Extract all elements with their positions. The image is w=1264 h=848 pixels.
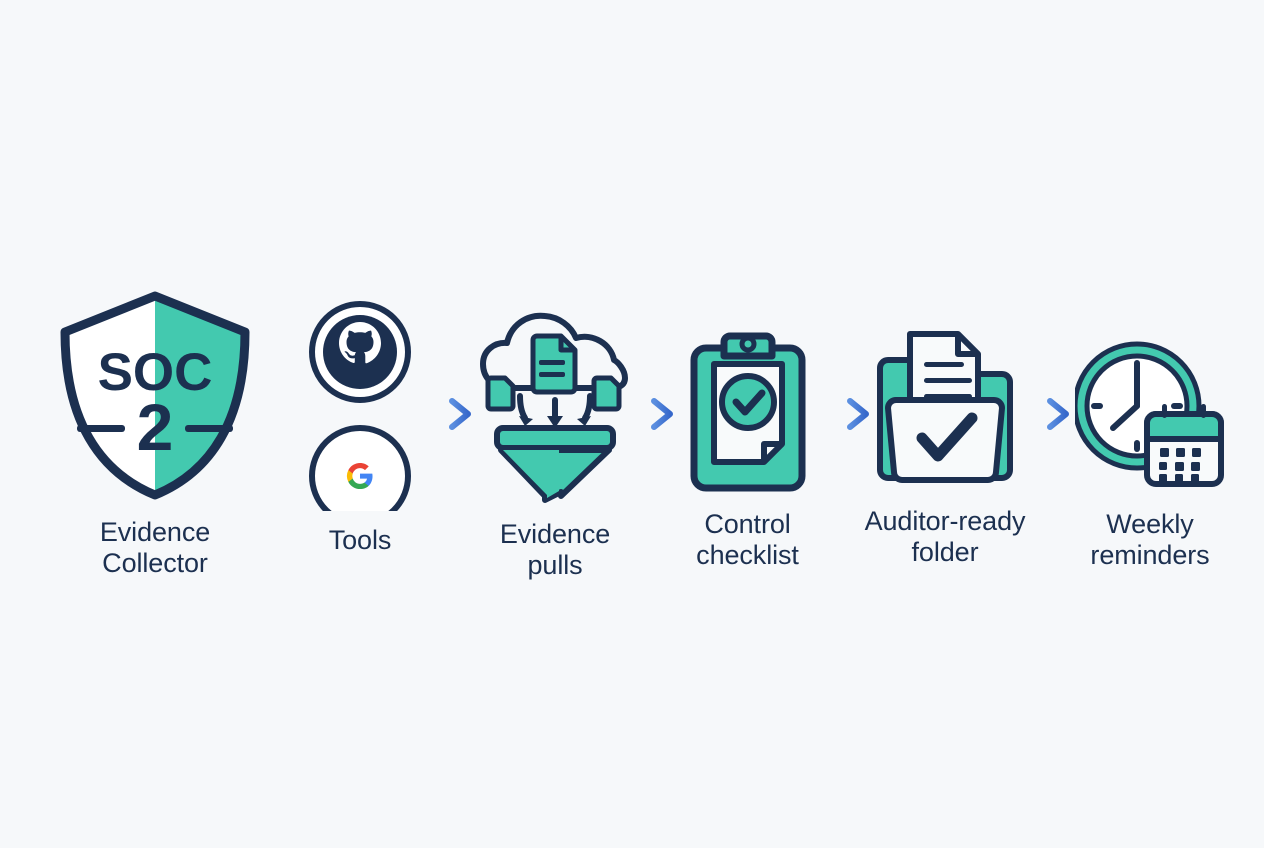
node-control-checklist: Control checklist [660, 330, 835, 571]
arrow-right-icon-2 [622, 392, 678, 436]
node-tools: Tools [280, 296, 440, 556]
node-label-evidence-pulls: Evidence pulls [499, 519, 611, 580]
node-label-auditor-ready-folder: Auditor-ready folder [864, 506, 1026, 567]
node-auditor-ready-folder: Auditor-ready folder [855, 322, 1035, 568]
node-label-weekly-reminders: Weekly reminders [1090, 509, 1210, 570]
node-label-tools: Tools [328, 525, 392, 555]
cloud-funnel-icon [475, 300, 635, 505]
github-icon [309, 301, 411, 403]
arrow-right-icon-3 [818, 392, 874, 436]
arrow-right-icon-1 [420, 392, 476, 436]
arrow-right-icon-4 [1018, 392, 1074, 436]
soc2-shield-icon: SOC 2 [55, 288, 255, 503]
tool-logos-icon [300, 296, 420, 511]
node-label-evidence-collector: Evidence Collector [99, 517, 211, 578]
google-icon [309, 425, 411, 511]
shield-badge-top: SOC [98, 343, 213, 402]
node-evidence-collector: SOC 2 Evidence Collector [40, 288, 270, 579]
shield-badge-bottom: 2 [137, 390, 174, 464]
folder-check-icon [870, 322, 1020, 492]
node-weekly-reminders: Weekly reminders [1060, 340, 1240, 571]
clock-calendar-icon [1075, 340, 1225, 495]
node-evidence-pulls: Evidence pulls [465, 300, 645, 581]
clipboard-check-icon [688, 330, 808, 495]
node-label-control-checklist: Control checklist [696, 509, 799, 570]
